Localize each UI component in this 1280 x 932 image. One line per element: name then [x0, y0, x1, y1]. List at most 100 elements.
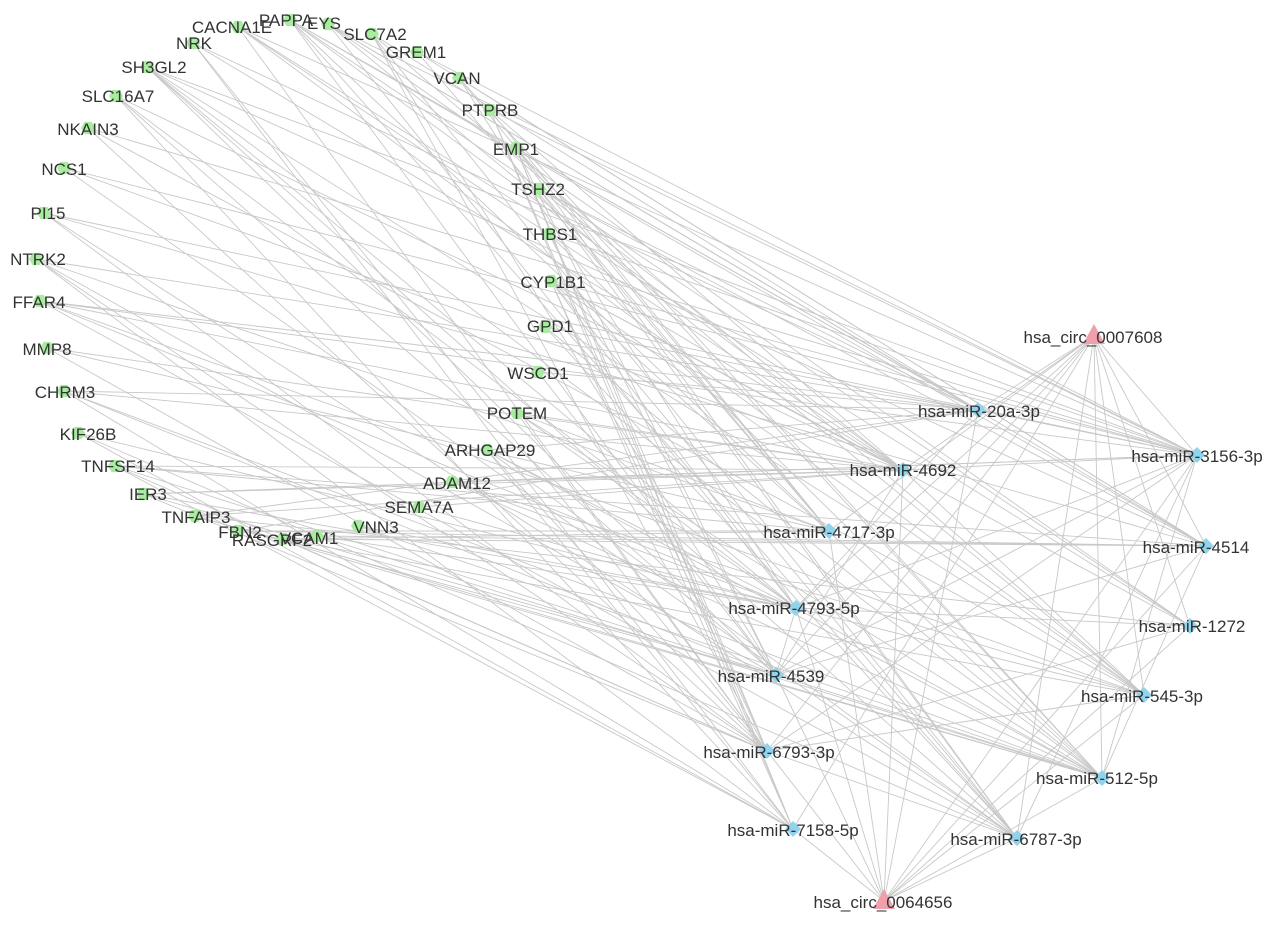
mrna-label-g27: TNFSF14 [81, 457, 155, 476]
edge-m2-g29 [142, 454, 1198, 495]
edge-c1-m4 [828, 335, 1095, 532]
mrna-node-g18[interactable] [544, 274, 558, 288]
mrna-node-g28[interactable] [445, 475, 459, 489]
mrna-node-g3[interactable] [321, 17, 335, 31]
edge-m11-g7 [146, 66, 1103, 779]
edge-m5-m8 [775, 545, 1207, 676]
edge-m6-g3 [327, 23, 797, 609]
edge-m6-m11 [795, 607, 1103, 779]
mrna-node-g4[interactable] [365, 27, 379, 41]
mrna-node-g22[interactable] [531, 365, 545, 379]
mrna-label-g16: THBS1 [523, 225, 578, 244]
mirna-node-m12[interactable] [785, 821, 801, 837]
mrna-node-g9[interactable] [109, 89, 123, 103]
edge-m12-g10 [489, 109, 794, 830]
edge-m10-g24 [516, 412, 768, 752]
mrna-node-g8[interactable] [452, 71, 466, 85]
mirna-node-m5[interactable] [1198, 538, 1214, 554]
edge-m13-g18 [550, 280, 1018, 839]
circrna-node-c1[interactable] [1083, 324, 1105, 344]
circrna-node-c2[interactable] [873, 889, 895, 909]
mrna-node-g33[interactable] [231, 524, 245, 538]
edge-m7-g3 [327, 23, 1191, 627]
edge-c2-m12 [792, 828, 885, 902]
mrna-node-g20[interactable] [538, 320, 552, 334]
mrna-node-g11[interactable] [81, 121, 95, 135]
edge-m7-g2 [289, 19, 1191, 627]
mrna-node-g2[interactable] [283, 13, 297, 27]
edge-m6-g9 [115, 95, 797, 609]
mrna-node-g19[interactable] [33, 294, 47, 308]
mrna-node-g32[interactable] [351, 519, 365, 533]
mrna-node-g1[interactable] [231, 20, 245, 34]
mrna-node-g17[interactable] [29, 252, 43, 266]
mirna-node-m8[interactable] [768, 667, 784, 683]
mrna-label-g5: NRK [176, 34, 213, 53]
mrna-node-g27[interactable] [108, 459, 122, 473]
mirna-node-m1[interactable] [970, 402, 986, 418]
mrna-node-g14[interactable] [532, 182, 546, 196]
edge-m9-g1 [237, 26, 1145, 696]
mirna-node-m6[interactable] [788, 600, 804, 616]
mrna-node-g23[interactable] [57, 384, 71, 398]
mirna-node-m10[interactable] [759, 743, 775, 759]
mirna-node-m2[interactable] [1189, 447, 1205, 463]
mrna-label-g15: PI15 [31, 204, 66, 223]
edge-m10-g1 [237, 26, 768, 752]
edge-m1-g12 [515, 147, 979, 411]
edge-m5-g34 [316, 535, 1207, 547]
mrna-node-g5[interactable] [186, 36, 200, 50]
edge-m2-g6 [416, 51, 1198, 456]
mrna-label-g19: FFAR4 [13, 293, 66, 312]
mrna-node-g16[interactable] [542, 227, 556, 241]
edge-m12-g18 [550, 280, 794, 830]
mrna-node-g31[interactable] [188, 509, 202, 523]
edge-m6-m9 [795, 607, 1145, 696]
mirna-node-m11[interactable] [1094, 770, 1110, 786]
mrna-label-g14: TSHZ2 [511, 180, 565, 199]
edge-m13-g20 [544, 326, 1018, 839]
edge-m12-g26 [486, 449, 794, 830]
mirna-node-m3[interactable] [895, 462, 911, 478]
edge-m8-g12 [515, 147, 777, 676]
node-layer [29, 13, 1214, 909]
edge-m3-g24 [516, 412, 904, 471]
mrna-node-g15[interactable] [37, 206, 51, 220]
mrna-node-g7[interactable] [140, 60, 154, 74]
edge-c2-m7 [883, 625, 1191, 902]
edge-m3-g10 [489, 109, 904, 471]
edge-c2-m1 [883, 409, 979, 902]
mirna-node-m13[interactable] [1009, 830, 1025, 846]
mirna-node-m9[interactable] [1136, 687, 1152, 703]
edge-m10-g21 [46, 347, 768, 752]
edge-m6-g28 [451, 481, 797, 609]
mrna-node-g30[interactable] [412, 500, 426, 514]
mrna-node-g10[interactable] [483, 103, 497, 117]
edge-m6-g32 [357, 525, 797, 609]
edge-m9-g11 [87, 127, 1145, 696]
mirna-node-m4[interactable] [821, 523, 837, 539]
mrna-node-g21[interactable] [40, 341, 54, 355]
mirna-node-m7[interactable] [1182, 618, 1198, 634]
mirna-label-m3: hsa-miR-4692 [850, 461, 957, 480]
mrna-node-g13[interactable] [57, 161, 71, 175]
mrna-node-g6[interactable] [410, 45, 424, 59]
mrna-node-g26[interactable] [480, 443, 494, 457]
edge-m5-g3 [327, 23, 1207, 547]
mrna-label-g11: NKAIN3 [57, 120, 118, 139]
edge-m9-g19 [39, 300, 1145, 696]
mrna-node-g25[interactable] [71, 426, 85, 440]
mirna-label-m1: hsa-miR-20a-3p [918, 402, 1040, 421]
edge-m13-g2 [289, 19, 1018, 839]
mrna-label-g1: CACNA1E [192, 18, 272, 37]
mrna-node-g12[interactable] [509, 141, 523, 155]
mrna-node-g24[interactable] [510, 406, 524, 420]
mrna-node-g34[interactable] [310, 529, 324, 543]
mrna-node-g35[interactable] [276, 532, 290, 546]
mrna-node-g29[interactable] [136, 487, 150, 501]
edge-m9-g3 [327, 23, 1145, 696]
mrna-label-g3: EYS [307, 14, 341, 33]
edge-c2-m11 [883, 777, 1103, 902]
edge-m6-g26 [486, 449, 797, 609]
